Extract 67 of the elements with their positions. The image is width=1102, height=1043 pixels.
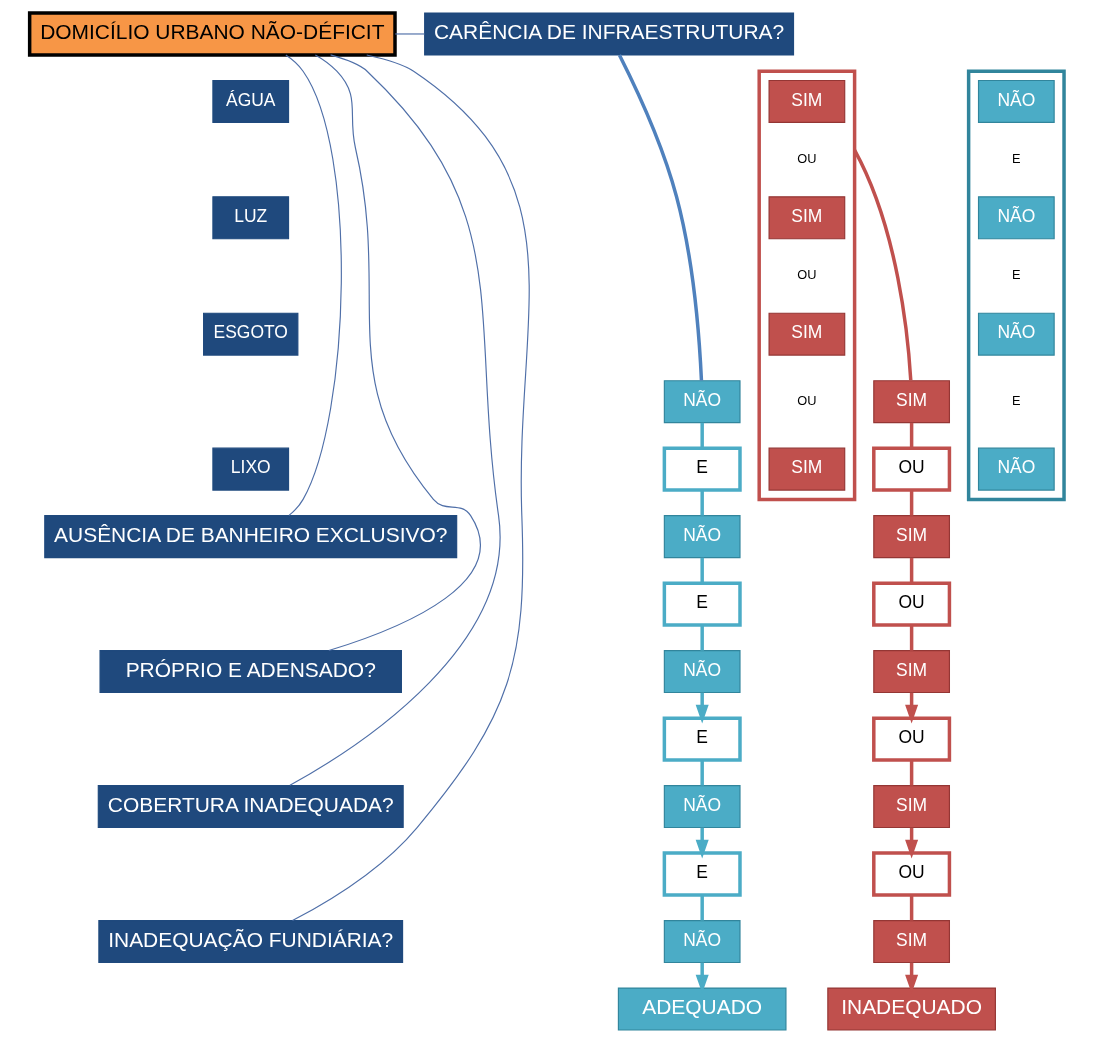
node-box: NÃO	[663, 650, 741, 694]
node-box: CARÊNCIA DE INFRAESTRUTURA?	[423, 12, 794, 56]
connector	[699, 625, 704, 651]
connector	[909, 557, 913, 584]
label: OU	[796, 267, 816, 283]
node-box: SIM	[872, 920, 950, 964]
connector	[314, 54, 481, 652]
node-box: ADEQUADO	[617, 987, 787, 1031]
arrow	[695, 692, 709, 724]
label: E	[1011, 150, 1021, 166]
connector	[909, 895, 913, 921]
node-box: E	[662, 851, 742, 897]
node-box: SIM	[768, 312, 845, 356]
label: E	[1011, 392, 1021, 408]
node-box: SIM	[768, 196, 845, 240]
label: OU	[796, 392, 816, 408]
node-box: NÃO	[977, 79, 1055, 123]
node-box: SIM	[768, 447, 845, 491]
node-box: COBERTURA INADEQUADA?	[97, 785, 404, 829]
connector	[394, 33, 425, 35]
node-box: SIM	[768, 79, 845, 123]
node-box: DOMICÍLIO URBANO NÃO-DÉFICIT	[27, 11, 397, 57]
connector	[284, 54, 342, 516]
label: E	[1011, 267, 1021, 283]
connector	[909, 760, 913, 786]
arrow	[695, 827, 709, 859]
node-box: E	[662, 716, 742, 762]
node-box: NÃO	[977, 447, 1055, 491]
connector	[699, 760, 704, 786]
node-box: NÃO	[663, 380, 741, 424]
node-box: NÃO	[977, 196, 1055, 240]
connector	[291, 54, 530, 922]
connector	[852, 149, 913, 381]
node-box: E	[662, 581, 742, 627]
node-box: INADEQUAÇÃO FUNDIÁRIA?	[97, 920, 403, 964]
connector	[909, 422, 913, 449]
node-box: SIM	[872, 650, 950, 694]
connector	[909, 625, 913, 651]
node-box: AUSÊNCIA DE BANHEIRO EXCLUSIVO?	[43, 515, 457, 559]
connector	[699, 422, 704, 449]
node-box: SIM	[872, 380, 950, 424]
node-box: E	[662, 446, 742, 492]
node-box: OU	[871, 446, 951, 492]
connector	[699, 557, 704, 584]
connector	[909, 490, 913, 516]
cluster	[966, 69, 1066, 502]
node-box: NÃO	[663, 515, 741, 559]
node-box: INADEQUADO	[826, 987, 996, 1031]
node-box: OU	[871, 716, 951, 762]
node-box: ESGOTO	[202, 312, 298, 356]
node-box: NÃO	[663, 785, 741, 829]
cluster	[756, 69, 856, 502]
node-box: LUZ	[211, 196, 289, 240]
node-box: PRÓPRIO E ADENSADO?	[98, 650, 402, 694]
node-box: NÃO	[977, 312, 1055, 356]
connector	[617, 54, 703, 381]
connector	[288, 54, 500, 786]
connector	[699, 490, 704, 516]
label: OU	[796, 150, 816, 166]
node-box: LIXO	[211, 447, 289, 491]
node-box: OU	[871, 851, 951, 897]
node-box: OU	[871, 581, 951, 627]
node-box: NÃO	[663, 920, 741, 964]
node-box: SIM	[872, 515, 950, 559]
connector	[699, 895, 704, 921]
node-box: SIM	[872, 785, 950, 829]
node-box: ÁGUA	[211, 79, 289, 123]
